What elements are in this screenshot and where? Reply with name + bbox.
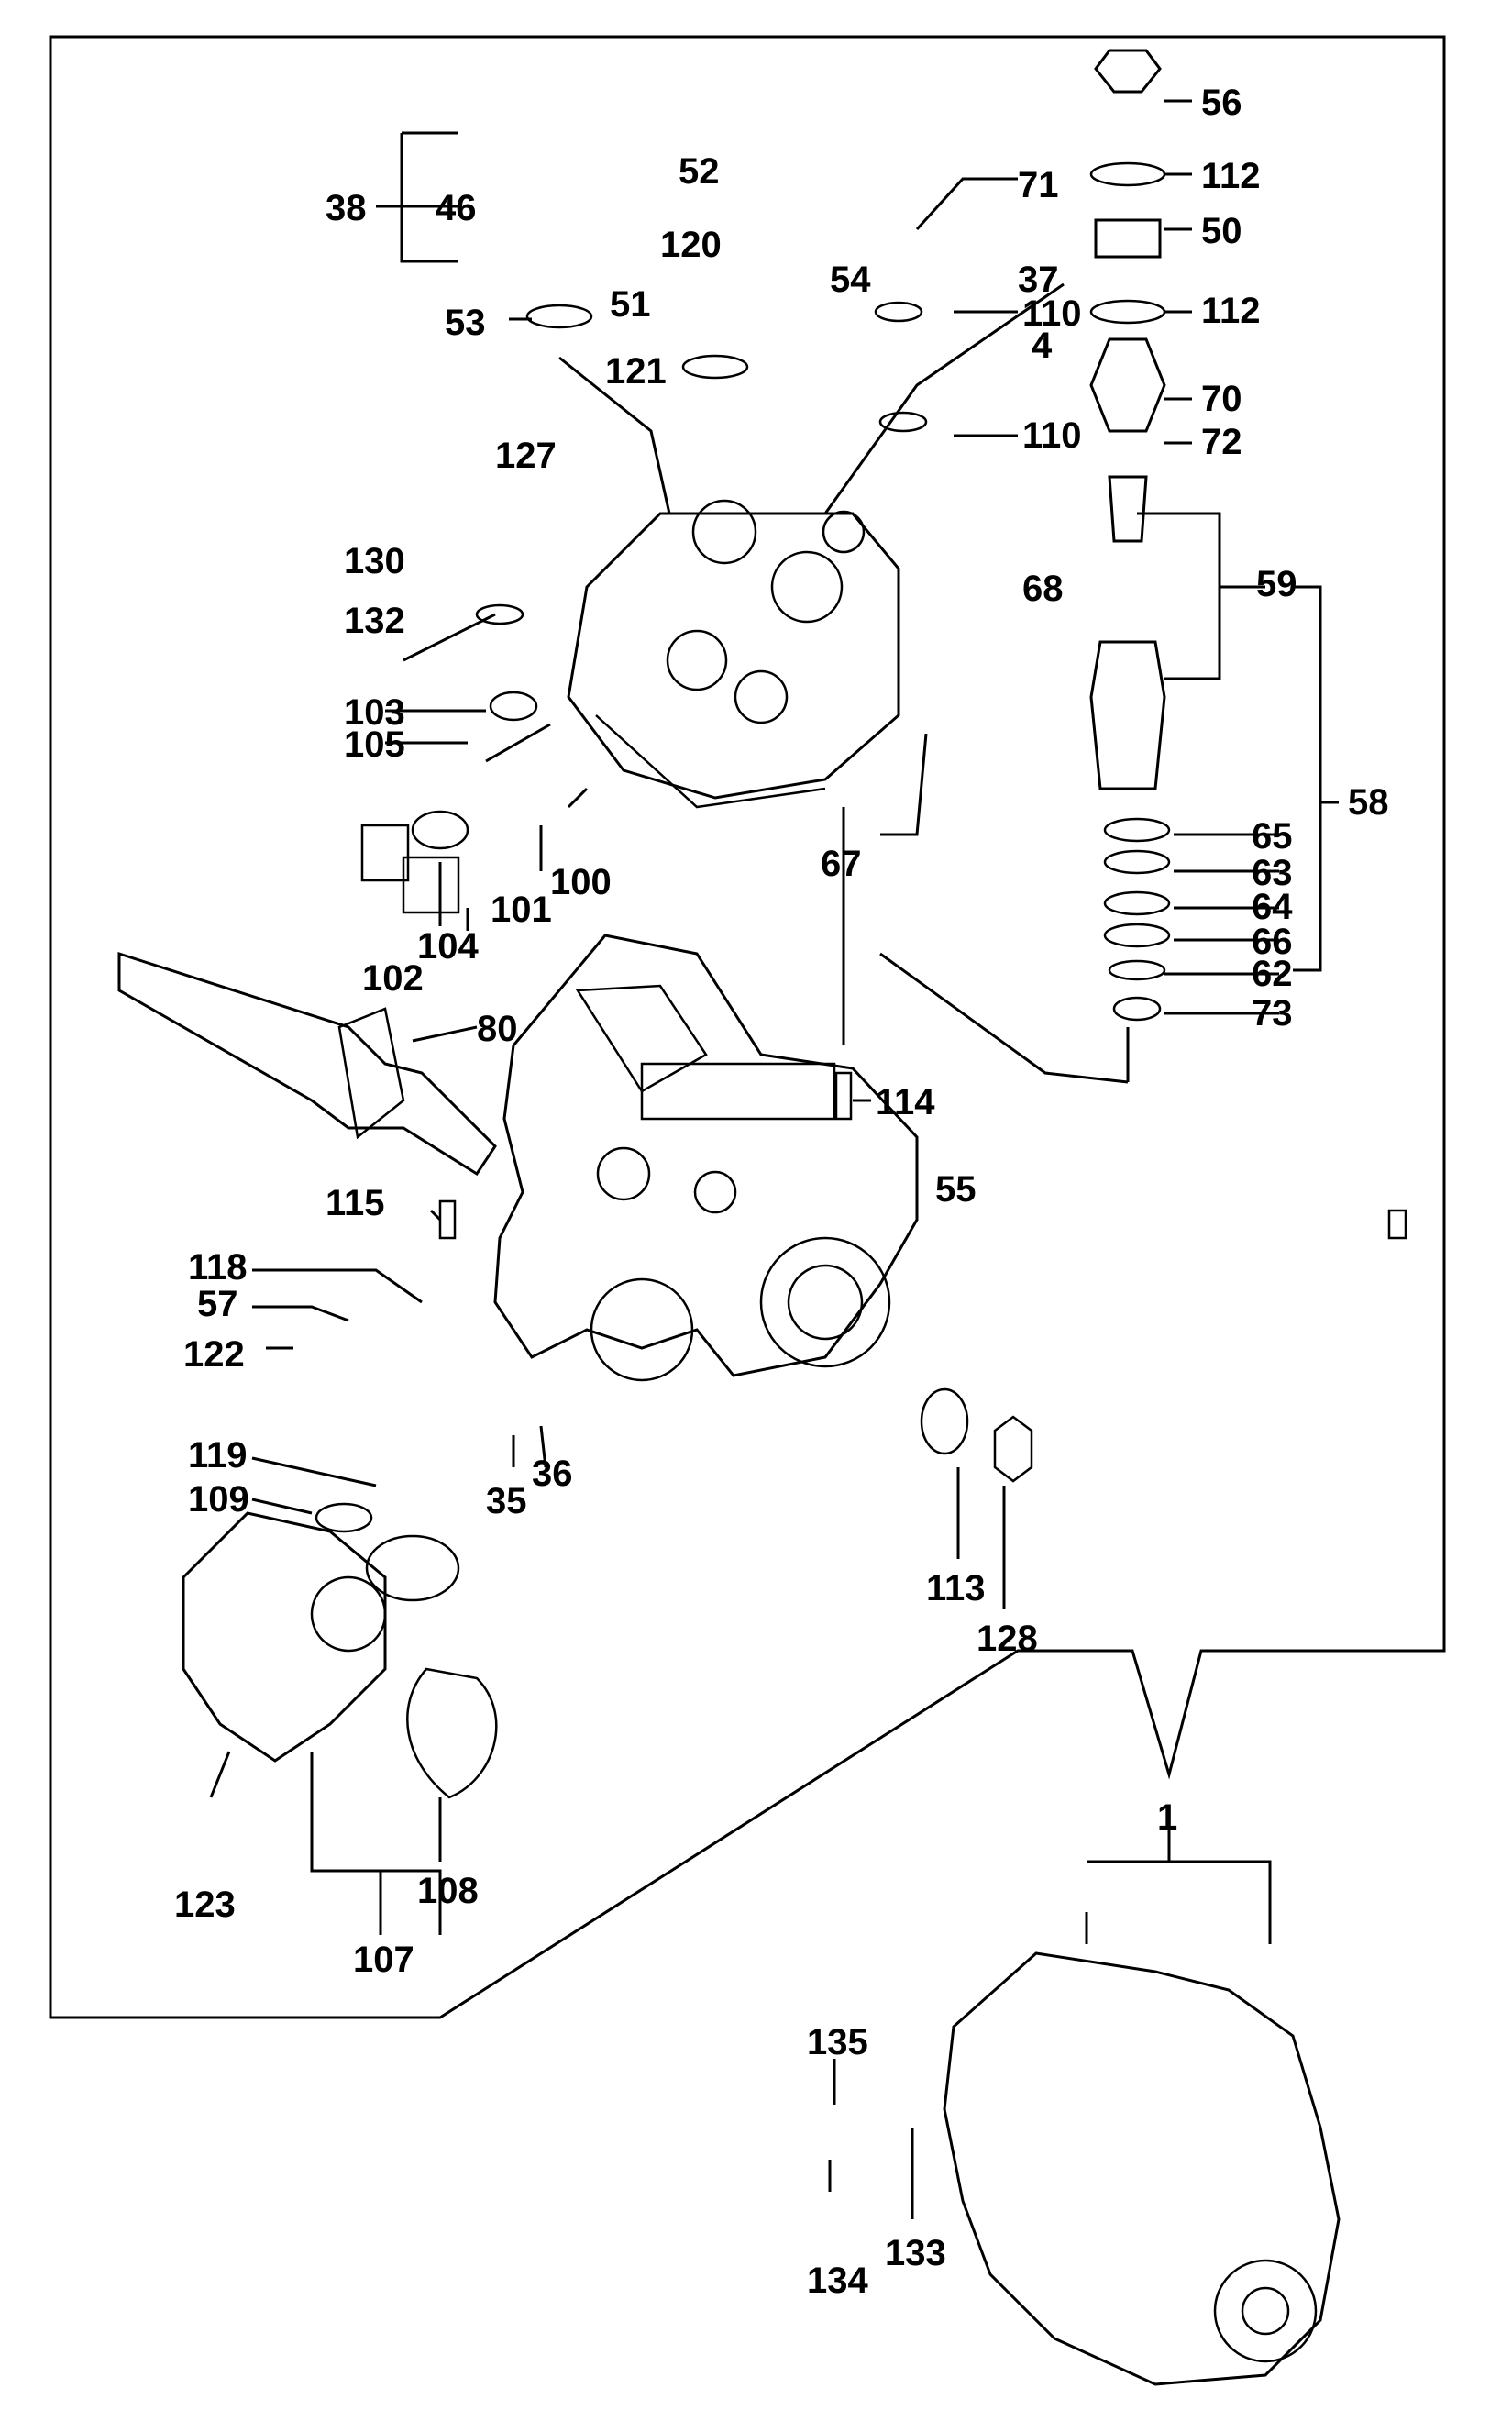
part-label: 120	[660, 225, 722, 265]
injection-pump-body	[493, 934, 919, 1382]
governor-housing	[182, 1511, 387, 1763]
part-label: 72	[1201, 422, 1242, 462]
part-label: 37	[1018, 260, 1059, 300]
part-label: 119	[188, 1435, 248, 1476]
part-label: 54	[830, 260, 871, 300]
part-label: 59	[1256, 564, 1297, 604]
assembly-frame	[49, 35, 1446, 2019]
part-label: 112	[1201, 156, 1261, 196]
part-label: 65	[1252, 816, 1293, 857]
part-label: 128	[977, 1619, 1038, 1659]
part-label: 121	[605, 351, 667, 392]
part-label: 62	[1252, 954, 1293, 994]
part-label: 118	[188, 1247, 248, 1288]
part-label: 109	[188, 1479, 249, 1520]
part-label: 102	[362, 958, 424, 999]
part-label: 66	[1252, 922, 1293, 962]
part-label: 113	[926, 1568, 986, 1609]
part-label: 70	[1201, 379, 1242, 419]
part-label: 104	[417, 926, 479, 967]
part-label: 80	[477, 1009, 518, 1049]
part-label: 55	[935, 1169, 977, 1210]
pump-head	[567, 499, 900, 809]
part-label: 53	[445, 303, 486, 343]
part-label: 110	[1022, 293, 1082, 334]
part-labels: 1 4 35 36 37 38 46 50 51 52 53 54 55 56 …	[174, 83, 1389, 2301]
delivery-valve-holder	[1089, 49, 1166, 790]
part-label: 115	[326, 1183, 385, 1223]
part-label: 46	[436, 188, 477, 228]
part-label: 52	[679, 151, 720, 192]
part-label: 122	[183, 1334, 245, 1375]
part-label: 64	[1252, 887, 1293, 927]
part-label: 114	[876, 1082, 935, 1122]
part-label: 38	[326, 188, 367, 228]
part-label: 135	[807, 2022, 868, 2062]
part-label: 105	[344, 724, 405, 765]
part-label: 50	[1201, 211, 1242, 251]
part-label: 56	[1201, 83, 1242, 123]
part-label: 36	[532, 1454, 573, 1494]
part-label: 73	[1252, 993, 1293, 1034]
part-label: 51	[610, 284, 651, 325]
part-label: 67	[821, 844, 862, 884]
leader-lines	[209, 99, 1339, 2219]
part-label: 134	[807, 2261, 868, 2301]
drive-shaft	[117, 951, 497, 1177]
part-label: 4	[1032, 326, 1053, 366]
part-label: 110	[1022, 415, 1082, 456]
part-label: 68	[1022, 569, 1064, 609]
part-label: 127	[495, 436, 557, 476]
bottom-right-assembly	[943, 1951, 1341, 2386]
part-label: 103	[344, 692, 405, 733]
part-label: 100	[550, 862, 612, 902]
part-label: 108	[417, 1871, 479, 1911]
part-label: 101	[491, 890, 552, 930]
part-label: 63	[1252, 853, 1293, 893]
part-label: 112	[1201, 291, 1261, 331]
part-label: 107	[353, 1940, 414, 1980]
part-label: 132	[344, 601, 405, 641]
part-label: 123	[174, 1885, 236, 1925]
part-label: 71	[1018, 165, 1059, 205]
small-parts	[315, 301, 1407, 1799]
part-label: 35	[486, 1481, 527, 1521]
part-label: 57	[197, 1284, 238, 1324]
part-label: 1	[1157, 1797, 1177, 1838]
part-label: 130	[344, 541, 405, 581]
part-label: 58	[1348, 782, 1389, 823]
part-label: 133	[885, 2233, 946, 2273]
